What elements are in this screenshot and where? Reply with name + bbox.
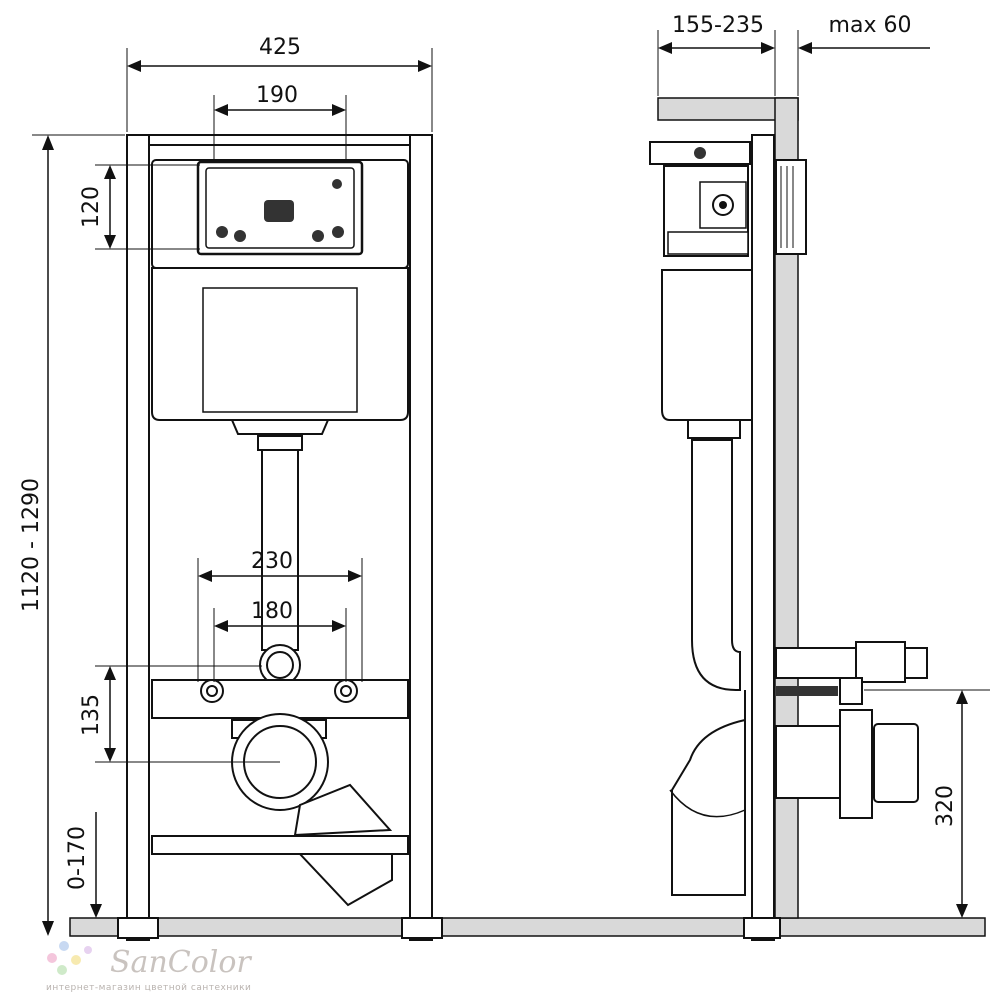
flush-connector-cap [904,647,928,679]
front-view [117,134,443,941]
mount-nut [839,677,863,705]
side-view [649,97,928,941]
floor-slab [69,917,986,937]
front-dimensions: 425 190 1120 - 1290 120 230 18 [19,35,433,936]
left-upright [126,134,150,941]
flush-connector-end [855,641,906,683]
bolt-right [312,230,324,242]
drain-connector-end [873,723,919,803]
flush-pipe [261,449,299,651]
dim-outlet-offset: 135 [79,694,104,736]
bolt-left-2 [234,230,246,242]
dim-frame-height: 1120 - 1290 [19,478,44,612]
drain-bend-lower [297,853,393,907]
side-flush-pipe [691,439,741,691]
mount-bar [151,679,409,719]
flush-valve [264,200,294,222]
logo-dot-pink [47,953,57,963]
bolt-right-2 [332,226,344,238]
pipe-collar [257,435,303,451]
tank-panel [202,287,358,413]
side-dimensions: 155-235 max 60 320 [657,13,990,918]
mount-stud [776,686,838,696]
logo-dot-green [57,965,67,975]
logo-dot-violet [84,946,92,954]
valve-knob [332,179,342,189]
brand-name: SanColor [110,945,252,980]
brand-tagline: интернет-магазин цветной сантехники [46,983,251,993]
right-upright [409,134,433,941]
right-foot [401,917,443,939]
flush-connector [775,647,857,679]
side-drain-trap [671,690,746,896]
drain-elbow [293,783,393,837]
mechanism-base [667,231,749,255]
side-tank [661,269,753,421]
lower-bar [151,835,409,855]
dim-pipe-inner: 180 [251,599,293,624]
watermark: SanColor интернет-магазин цветной сантех… [46,941,252,993]
control-dial-core [719,201,727,209]
control-plate [699,181,747,229]
dim-wall-max: max 60 [829,13,912,38]
logo-dot-blue [59,941,69,951]
side-upright [751,134,775,941]
drain-connector-flange [839,709,873,819]
side-foot [743,917,781,939]
bracket-screw [694,147,706,159]
dim-foot-adjust: 0-170 [65,826,90,890]
logo-dot-yellow [71,955,81,965]
mount-bolt-left-core [206,685,218,697]
mount-bolt-right-core [340,685,352,697]
dim-panel-width: 190 [256,83,298,108]
side-tank-outlet [687,419,741,439]
bolt-left [216,226,228,238]
dim-outlet-height: 320 [933,785,958,827]
top-bar [148,134,411,146]
tank-outlet [230,419,330,435]
dim-depth-range: 155-235 [672,13,764,38]
dim-width-total: 425 [259,35,301,60]
pipe-end-inner [266,651,294,679]
left-foot [117,917,159,939]
dim-pipe-outer: 230 [251,549,293,574]
dim-panel-height: 120 [79,186,104,228]
